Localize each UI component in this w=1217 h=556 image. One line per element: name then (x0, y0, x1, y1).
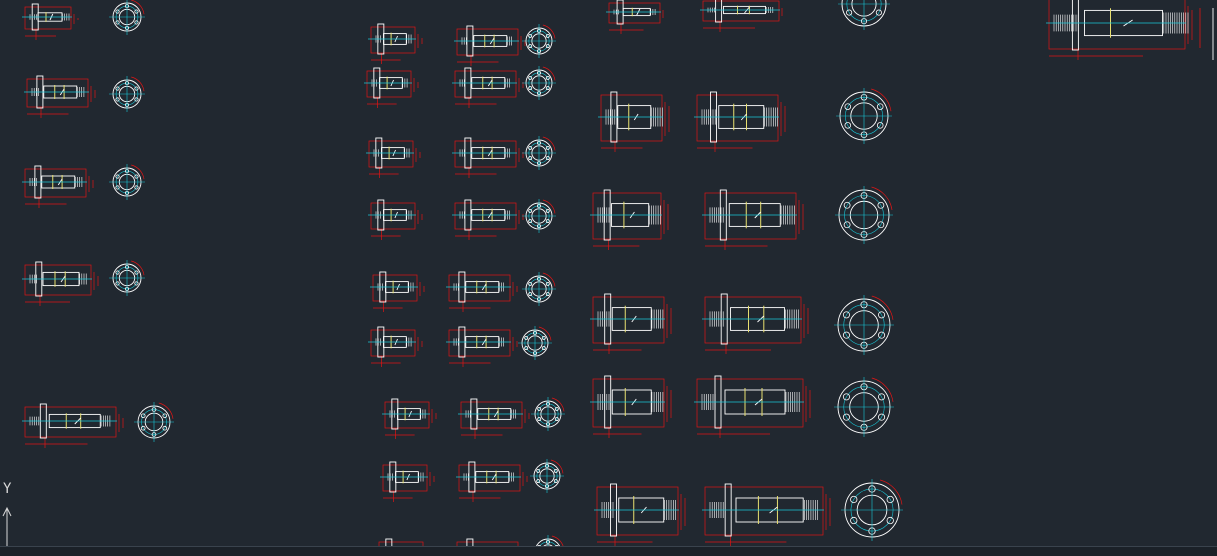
drawing-block-45[interactable] (702, 293, 809, 354)
drawing-block-43[interactable] (694, 91, 786, 152)
drawing-block-23[interactable] (452, 199, 524, 240)
ucs-axis-icon (2, 506, 12, 546)
drawing-block-31[interactable] (522, 136, 556, 170)
drawing-block-52[interactable] (841, 479, 903, 541)
drawing-block-20[interactable] (454, 25, 526, 66)
drawing-block-18[interactable] (380, 461, 435, 502)
drawing-block-35[interactable] (531, 397, 565, 431)
drawing-block-46[interactable] (694, 375, 811, 438)
drawing-block-41[interactable] (590, 375, 672, 438)
drawing-block-53[interactable] (606, 0, 667, 34)
drawing-block-42[interactable] (594, 483, 686, 546)
drawing-block-54[interactable] (700, 0, 786, 32)
drawing-block-30[interactable] (522, 66, 556, 100)
drawing-block-49[interactable] (835, 186, 893, 244)
drawing-block-5[interactable] (22, 165, 94, 208)
drawing-block-32[interactable] (522, 199, 556, 233)
drawing-block-55[interactable] (838, 0, 890, 30)
drawing-block-8[interactable] (109, 260, 145, 296)
drawing-block-39[interactable] (590, 189, 669, 250)
drawing-block-7[interactable] (22, 261, 99, 306)
drawing-block-56[interactable] (1046, 0, 1193, 60)
horizontal-scrollbar[interactable] (0, 546, 1217, 556)
drawing-block-4[interactable] (109, 76, 145, 112)
drawing-block-27[interactable] (456, 461, 528, 502)
drawing-block-15[interactable] (370, 271, 425, 312)
drawing-block-11[interactable] (368, 23, 423, 64)
drawing-block-33[interactable] (522, 272, 556, 306)
drawing-block-36[interactable] (530, 459, 564, 493)
drawing-block-57[interactable] (1199, 8, 1214, 60)
drawing-block-2[interactable] (109, 0, 145, 35)
drawing-block-34[interactable] (518, 326, 552, 360)
drawing-block-13[interactable] (366, 137, 421, 178)
drawing-block-25[interactable] (446, 326, 518, 367)
drawing-block-9[interactable] (22, 403, 124, 448)
drawing-block-26[interactable] (458, 398, 530, 439)
drawing-block-3[interactable] (24, 75, 96, 118)
drawing-block-1[interactable] (22, 3, 79, 40)
drawing-block-17[interactable] (382, 398, 437, 439)
drawing-block-16[interactable] (368, 326, 423, 367)
drawing-block-24[interactable] (446, 271, 518, 312)
drawing-block-51[interactable] (834, 377, 894, 437)
drawing-block-29[interactable] (522, 24, 556, 58)
drawing-block-12[interactable] (364, 67, 419, 108)
ucs-y-label: Y (3, 481, 12, 497)
drawing-block-48[interactable] (836, 88, 892, 144)
drawing-block-44[interactable] (702, 189, 804, 250)
drawing-block-47[interactable] (702, 483, 831, 546)
drawing-block-6[interactable] (109, 164, 145, 200)
drawing-block-22[interactable] (452, 137, 524, 178)
drawing-block-10[interactable] (134, 402, 174, 442)
drawing-block-40[interactable] (590, 293, 672, 354)
drawing-block-50[interactable] (834, 295, 894, 355)
drawing-block-38[interactable] (598, 91, 670, 152)
drawing-block-14[interactable] (368, 199, 423, 240)
drawing-block-21[interactable] (452, 67, 524, 108)
